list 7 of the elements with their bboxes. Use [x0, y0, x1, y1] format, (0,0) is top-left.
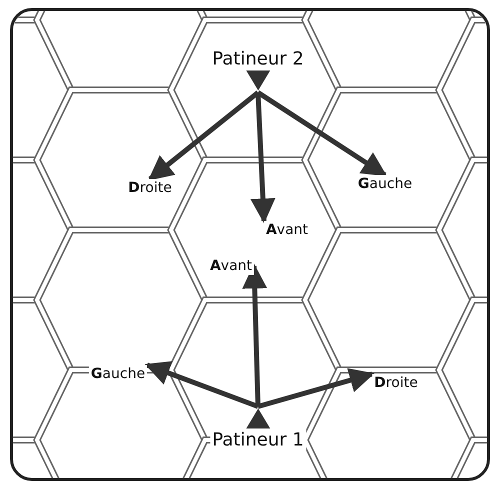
- arrow: [148, 90, 260, 181]
- arrow: [144, 361, 259, 409]
- direction-label: Avant: [208, 257, 254, 275]
- arrow: [257, 368, 375, 409]
- arrow: [256, 90, 388, 178]
- arrow: [242, 264, 268, 407]
- skater-name: Patineur 1: [210, 430, 306, 450]
